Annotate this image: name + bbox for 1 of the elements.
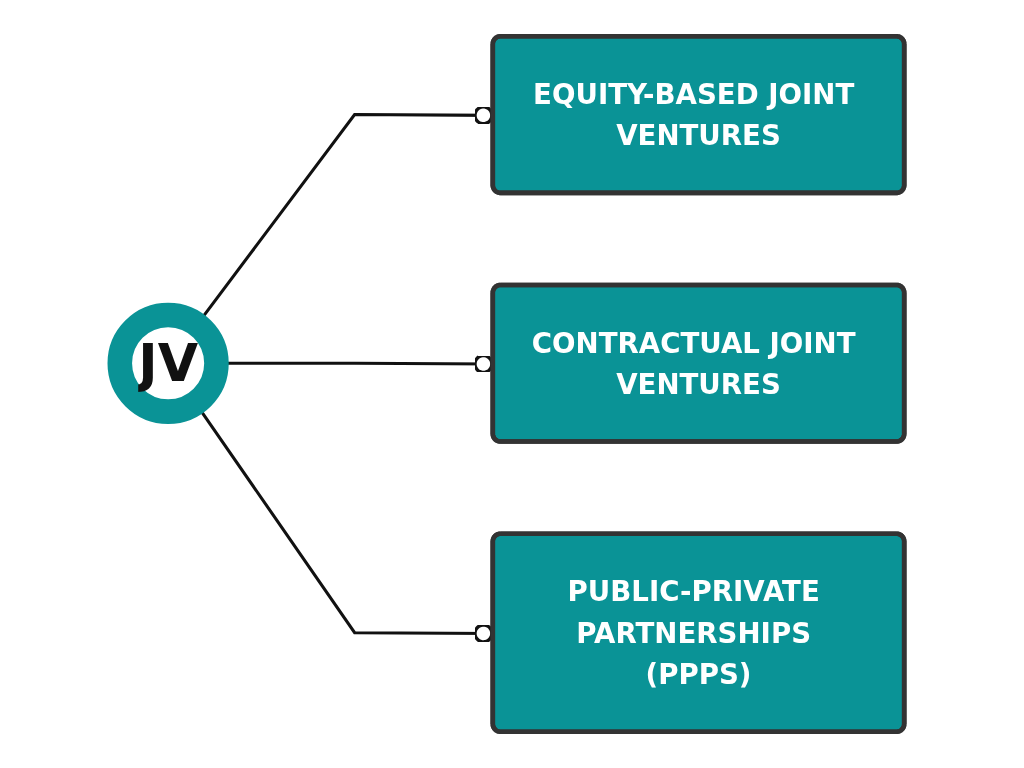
node-circle: JV bbox=[107, 302, 229, 424]
